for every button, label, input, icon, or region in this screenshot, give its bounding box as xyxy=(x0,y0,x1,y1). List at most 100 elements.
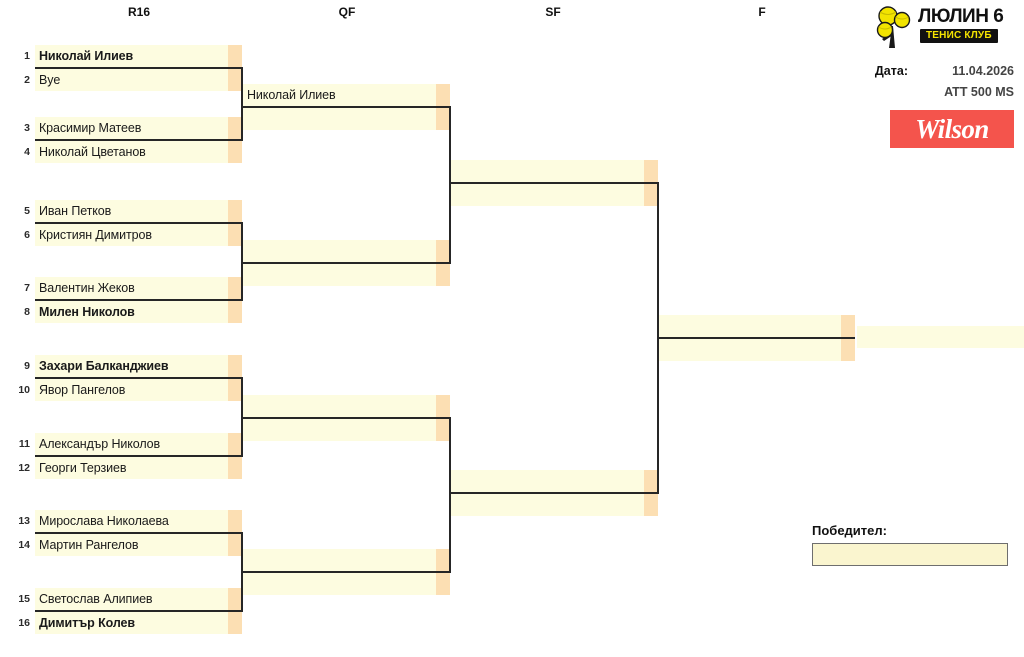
score-cell xyxy=(228,200,242,222)
score-cell xyxy=(228,510,242,532)
player-name: Мирослава Николаева xyxy=(39,514,169,528)
score-cell xyxy=(228,277,242,299)
connector xyxy=(35,532,243,534)
player-name: Иван Петков xyxy=(39,204,112,218)
r16-slot-14[interactable]: Мартин Рангелов xyxy=(35,534,242,556)
score-cell xyxy=(228,379,242,401)
date-label: Дата: xyxy=(874,64,908,78)
connector xyxy=(35,455,243,457)
sf-slot-2[interactable] xyxy=(451,184,658,206)
score-cell xyxy=(436,419,450,441)
sf-slot-4[interactable] xyxy=(451,494,658,516)
score-cell xyxy=(436,395,450,417)
player-name: Николай Илиев xyxy=(247,88,336,102)
round-header-sf: SF xyxy=(545,5,561,19)
connector xyxy=(241,532,243,610)
seed-number: 4 xyxy=(24,146,30,158)
score-cell xyxy=(228,301,242,323)
player-name: Николай Цветанов xyxy=(39,145,146,159)
score-cell xyxy=(228,612,242,634)
score-cell xyxy=(436,108,450,130)
seed-number: 14 xyxy=(18,539,30,551)
score-cell xyxy=(228,355,242,377)
seed-number: 3 xyxy=(24,122,30,134)
f-slot-2[interactable] xyxy=(659,339,855,361)
score-cell xyxy=(644,184,658,206)
champion-slot[interactable] xyxy=(857,326,1024,348)
seed-number: 10 xyxy=(18,384,30,396)
club-subtitle: ТЕНИС КЛУБ xyxy=(920,29,998,43)
r16-slot-13[interactable]: Мирослава Николаева xyxy=(35,510,242,532)
tennis-tree-icon xyxy=(876,6,911,48)
r16-slot-3[interactable]: Красимир Матеев xyxy=(35,117,242,139)
round-header-qf: QF xyxy=(338,5,356,19)
sponsor-name: Wilson xyxy=(915,113,989,144)
r16-slot-9[interactable]: Захари Балканджиев xyxy=(35,355,242,377)
qf-slot-2[interactable] xyxy=(243,108,450,130)
score-cell xyxy=(228,457,242,479)
connector xyxy=(35,67,243,69)
connector xyxy=(241,67,243,140)
r16-slot-12[interactable]: Георги Терзиев xyxy=(35,457,242,479)
connector xyxy=(35,139,243,141)
date-value: 11.04.2026 xyxy=(952,64,1014,78)
qf-slot-3[interactable] xyxy=(243,240,450,262)
seed-number: 1 xyxy=(24,50,30,62)
player-name: Валентин Жеков xyxy=(39,281,135,295)
connector xyxy=(35,299,243,301)
sf-slot-1[interactable] xyxy=(451,160,658,182)
f-slot-1[interactable] xyxy=(659,315,855,337)
qf-slot-4[interactable] xyxy=(243,264,450,286)
score-cell xyxy=(841,315,855,337)
qf-slot-6[interactable] xyxy=(243,419,450,441)
qf-slot-5[interactable] xyxy=(243,395,450,417)
r16-slot-16[interactable]: Димитър Колев xyxy=(35,612,242,634)
connector xyxy=(243,417,451,419)
score-cell xyxy=(228,117,242,139)
player-name: Светослав Алипиев xyxy=(39,592,153,606)
player-name: Мартин Рангелов xyxy=(39,538,139,552)
r16-slot-7[interactable]: Валентин Жеков xyxy=(35,277,242,299)
player-name: Александър Николов xyxy=(39,437,161,451)
r16-slot-8[interactable]: Милен Николов xyxy=(35,301,242,323)
connector xyxy=(657,182,659,492)
player-name: Димитър Колев xyxy=(39,616,135,630)
connector xyxy=(243,106,451,108)
r16-slot-2[interactable]: Bye xyxy=(35,69,242,91)
score-cell xyxy=(644,160,658,182)
score-cell xyxy=(228,534,242,556)
connector xyxy=(243,262,451,264)
r16-slot-4[interactable]: Николай Цветанов xyxy=(35,141,242,163)
score-cell xyxy=(228,224,242,246)
r16-slot-6[interactable]: Кристиян Димитров xyxy=(35,224,242,246)
seed-number: 13 xyxy=(18,515,30,527)
qf-slot-8[interactable] xyxy=(243,573,450,595)
r16-slot-15[interactable]: Светослав Алипиев xyxy=(35,588,242,610)
player-name: Захари Балканджиев xyxy=(39,359,169,373)
club-name: ЛЮЛИН 6 xyxy=(918,6,1004,27)
qf-slot-7[interactable] xyxy=(243,549,450,571)
score-cell xyxy=(228,588,242,610)
club-logo: ЛЮЛИН 6 ТЕНИС КЛУБ xyxy=(872,4,1020,50)
score-cell xyxy=(228,141,242,163)
connector xyxy=(659,337,855,339)
r16-slot-10[interactable]: Явор Пангелов xyxy=(35,379,242,401)
score-cell xyxy=(436,573,450,595)
r16-slot-11[interactable]: Александър Николов xyxy=(35,433,242,455)
score-cell xyxy=(436,84,450,106)
r16-slot-1[interactable]: Николай Илиев xyxy=(35,45,242,67)
r16-slot-5[interactable]: Иван Петков xyxy=(35,200,242,222)
score-cell xyxy=(841,339,855,361)
seed-number: 11 xyxy=(18,438,30,450)
connector xyxy=(449,417,451,571)
score-cell xyxy=(436,264,450,286)
player-name: Николай Илиев xyxy=(39,49,134,63)
connector xyxy=(241,377,243,455)
winner-input[interactable] xyxy=(812,543,1008,566)
qf-slot-1[interactable]: Николай Илиев xyxy=(243,84,450,106)
seed-number: 12 xyxy=(18,462,30,474)
score-cell xyxy=(228,69,242,91)
winner-label: Победител: xyxy=(812,523,887,538)
sf-slot-3[interactable] xyxy=(451,470,658,492)
